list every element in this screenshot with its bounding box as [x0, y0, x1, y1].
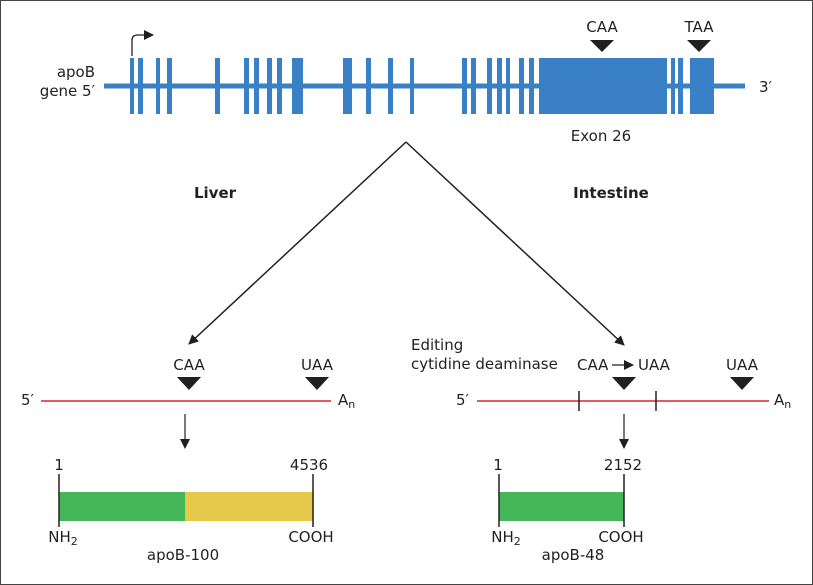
- gene-label: apoB gene 5′: [40, 63, 95, 101]
- gene-caa-marker: [590, 40, 614, 52]
- editing-enzyme-line2: cytidine deaminase: [411, 355, 558, 373]
- exon-block: [215, 58, 220, 114]
- apob100-cooh-label: COOH: [288, 528, 334, 546]
- exon-block: [167, 58, 172, 114]
- exon-block: [471, 58, 476, 114]
- liver-uaa-marker: [305, 377, 329, 390]
- gene-taa-marker: [687, 40, 711, 52]
- apob100-nh2-label: NH2: [48, 528, 78, 548]
- apob100-start-label: 1: [54, 456, 64, 474]
- exon-block: [244, 58, 249, 114]
- intestine-uaa-label: UAA: [726, 356, 758, 374]
- exon-block: [671, 58, 675, 114]
- exon-block: [138, 58, 143, 114]
- apob100-nh-text: NH: [48, 528, 71, 546]
- apob100-green-segment: [59, 492, 185, 521]
- apob100-name-label: apoB-100: [146, 546, 220, 564]
- apob48-nh-subscript: 2: [513, 535, 521, 548]
- liver-poly-a-text: A: [338, 391, 349, 409]
- liver-poly-a-subscript: n: [348, 398, 356, 411]
- intestine-poly-a-text: A: [774, 391, 785, 409]
- liver-caa-label: CAA: [173, 356, 205, 374]
- apob100-yellow-segment: [185, 492, 313, 521]
- exon-block: [690, 58, 714, 114]
- exon-block: [519, 58, 524, 114]
- intestine-five-prime-label: 5′: [456, 391, 469, 409]
- apob48-nh2-label: NH2: [491, 528, 521, 548]
- liver-caa-marker: [177, 377, 201, 390]
- gene-label-line1: apoB: [56, 63, 95, 81]
- exon-block: [292, 58, 303, 114]
- exon-block: [343, 58, 352, 114]
- liver-five-prime-label: 5′: [21, 391, 34, 409]
- apob48-cooh-label: COOH: [598, 528, 644, 546]
- exon-block: [156, 58, 160, 114]
- exon-block: [506, 58, 510, 114]
- intestine-caa-label: CAA: [577, 356, 609, 374]
- liver-label: Liver: [193, 184, 237, 202]
- liver-poly-a-label: An: [338, 391, 356, 411]
- gene-taa-label: TAA: [684, 18, 714, 36]
- gene-label-line2: gene 5′: [39, 82, 95, 100]
- editing-enzyme-line1: Editing: [411, 336, 464, 354]
- exon-block: [267, 58, 272, 114]
- exon-26-block: [539, 58, 667, 114]
- gene-caa-label: CAA: [586, 18, 618, 36]
- exon-block: [462, 58, 467, 114]
- exon-block: [277, 58, 282, 114]
- intestine-poly-a-subscript: n: [784, 398, 792, 411]
- exon-block: [254, 58, 259, 114]
- exon-block: [678, 58, 683, 114]
- apob100-end-label: 4536: [289, 456, 329, 474]
- intestine-branch-arrow: [405, 141, 625, 346]
- gene-three-prime-label: 3′: [759, 78, 772, 96]
- exon-26-label: Exon 26: [570, 127, 632, 145]
- exon-block: [497, 58, 502, 114]
- intestine-uaa-edited-label: UAA: [638, 356, 670, 374]
- apob48-end-label: 2152: [603, 456, 643, 474]
- apob48-name-label: apoB-48: [541, 546, 605, 564]
- intestine-uaa-edited-marker: [612, 377, 636, 390]
- exon-block: [487, 58, 492, 114]
- editing-enzyme-label: Editing cytidine deaminase: [411, 336, 558, 374]
- intestine-label: Intestine: [573, 184, 649, 202]
- intestine-poly-a-label: An: [774, 391, 792, 411]
- apob100-nh-subscript: 2: [70, 535, 78, 548]
- apob48-start-label: 1: [493, 456, 503, 474]
- exon-block: [410, 58, 414, 114]
- transcription-start-arrow: [131, 30, 154, 56]
- exon-block: [130, 58, 134, 114]
- exon-block: [388, 58, 393, 114]
- exon-blocks: [130, 58, 714, 114]
- apob48-nh-text: NH: [491, 528, 514, 546]
- apob48-green-segment: [499, 492, 624, 521]
- intestine-uaa-marker: [730, 377, 754, 390]
- liver-branch-arrow: [188, 141, 407, 345]
- exon-block: [529, 58, 534, 114]
- liver-uaa-label: UAA: [301, 356, 333, 374]
- exon-block: [366, 58, 371, 114]
